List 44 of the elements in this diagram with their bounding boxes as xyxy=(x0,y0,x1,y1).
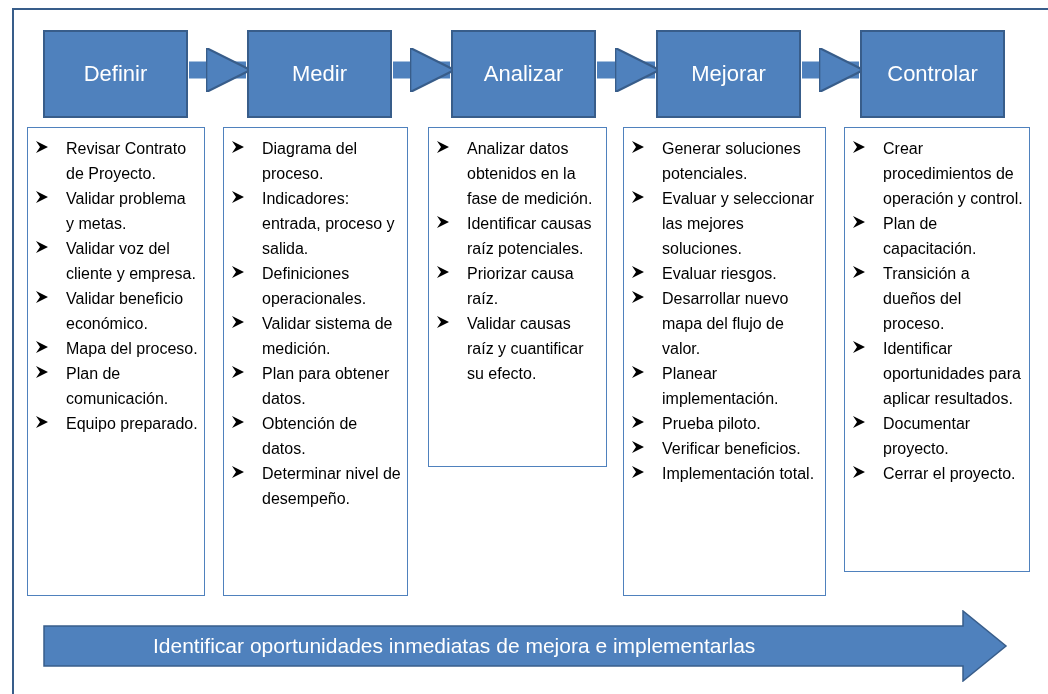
task-item: Mapa del proceso. xyxy=(66,339,198,359)
task-item: Cerrar el proyecto. xyxy=(883,464,1016,484)
task-item: Desarrollar nuevo mapa del flujo de valor. xyxy=(662,289,790,359)
task-item: Determinar nivel de desempeño. xyxy=(262,464,401,509)
task-item: Evaluar y seleccionar las mejores soluciones. xyxy=(662,189,816,259)
phase-box: Medir xyxy=(247,30,392,118)
task-list-box xyxy=(223,127,408,596)
phase-box: Mejorar xyxy=(656,30,801,118)
task-item: Transición a dueños del proceso. xyxy=(883,264,971,334)
task-list-box xyxy=(623,127,826,596)
task-item: Implementación total. xyxy=(662,464,815,484)
task-item: Crear procedimientos de operación y control. xyxy=(883,139,1023,209)
block-arrow xyxy=(43,610,1008,682)
task-item: Plan de comunicación. xyxy=(66,364,170,409)
task-item: Identificar oportunidades para aplicar resultados. xyxy=(883,339,1022,409)
task-item: Identificar causas raíz potenciales. xyxy=(467,214,593,259)
banner-text: Identificar oportunidades inmediatas de mejora e implementarlas xyxy=(153,634,756,658)
task-item: Prueba piloto. xyxy=(662,414,761,434)
phase-box: Controlar xyxy=(860,30,1005,118)
task-item: Equipo preparado. xyxy=(66,414,198,434)
task-item: Definiciones operacionales. xyxy=(262,264,368,309)
task-item: Generar soluciones potenciales. xyxy=(662,139,802,184)
task-item: Documentar proyecto. xyxy=(883,414,972,459)
task-item: Indicadores: entrada, proceso y salida. xyxy=(262,189,396,259)
task-item: Validar causas raíz y cuantificar su efecto. xyxy=(467,314,585,384)
phase-box: Analizar xyxy=(451,30,596,118)
task-item: Analizar datos obtenidos en la fase de medición. xyxy=(467,139,594,209)
task-list-box xyxy=(428,127,607,467)
task-item: Validar beneficio económico. xyxy=(66,289,185,334)
task-item: Priorizar causa raíz. xyxy=(467,264,575,309)
task-item: Plan de capacitación. xyxy=(883,214,978,259)
task-list-box xyxy=(844,127,1030,572)
task-item: Plan para obtener datos. xyxy=(262,364,391,409)
task-item: Planear implementación. xyxy=(662,364,780,409)
task-item: Revisar Contrato de Proyecto. xyxy=(66,139,188,184)
task-item: Validar sistema de medición. xyxy=(262,314,394,359)
task-item: Diagrama del proceso. xyxy=(262,139,359,184)
task-list-box xyxy=(27,127,205,596)
task-item: Validar voz del cliente y empresa. xyxy=(66,239,197,284)
task-item: Evaluar riesgos. xyxy=(662,264,777,284)
task-item: Validar problema y metas. xyxy=(66,189,187,234)
task-item: Obtención de datos. xyxy=(262,414,359,459)
task-item: Verificar beneficios. xyxy=(662,439,801,459)
phase-box: Definir xyxy=(43,30,188,118)
